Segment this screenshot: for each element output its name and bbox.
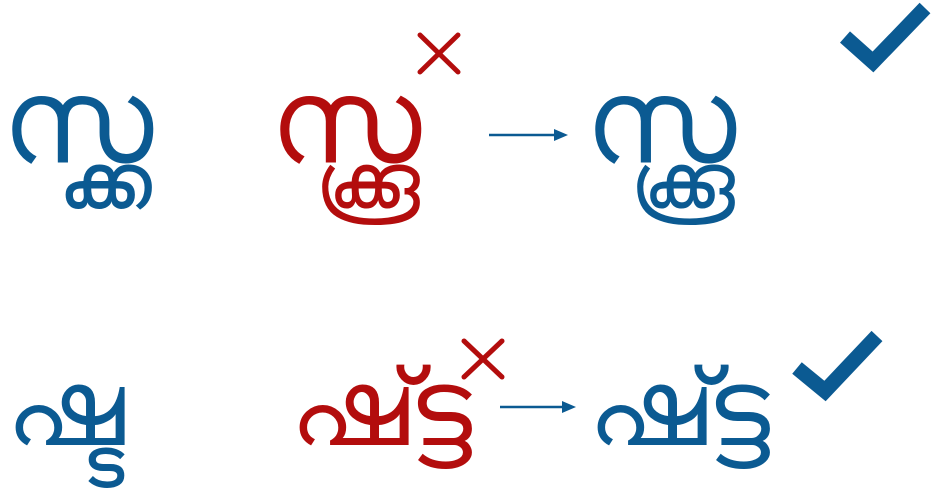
check-icon (840, 2, 931, 73)
arrow-right-icon (489, 129, 568, 141)
cross-icon (417, 32, 461, 75)
row1-base-glyph: സ്ക്ക (2, 52, 154, 190)
check-icon (792, 330, 883, 402)
row2-incorrect-rendering: ഷ്ട്ട (290, 346, 472, 471)
row2-correct-rendering: ഷ്ട്ട (588, 346, 770, 471)
arrow-right-icon (500, 401, 576, 413)
row1-incorrect-rendering: സ്ക്കൂ (270, 52, 422, 190)
row2-base-glyph: ഷ്ട (6, 346, 125, 471)
row1-correct-rendering: സ്ക്കൂ (585, 52, 737, 190)
